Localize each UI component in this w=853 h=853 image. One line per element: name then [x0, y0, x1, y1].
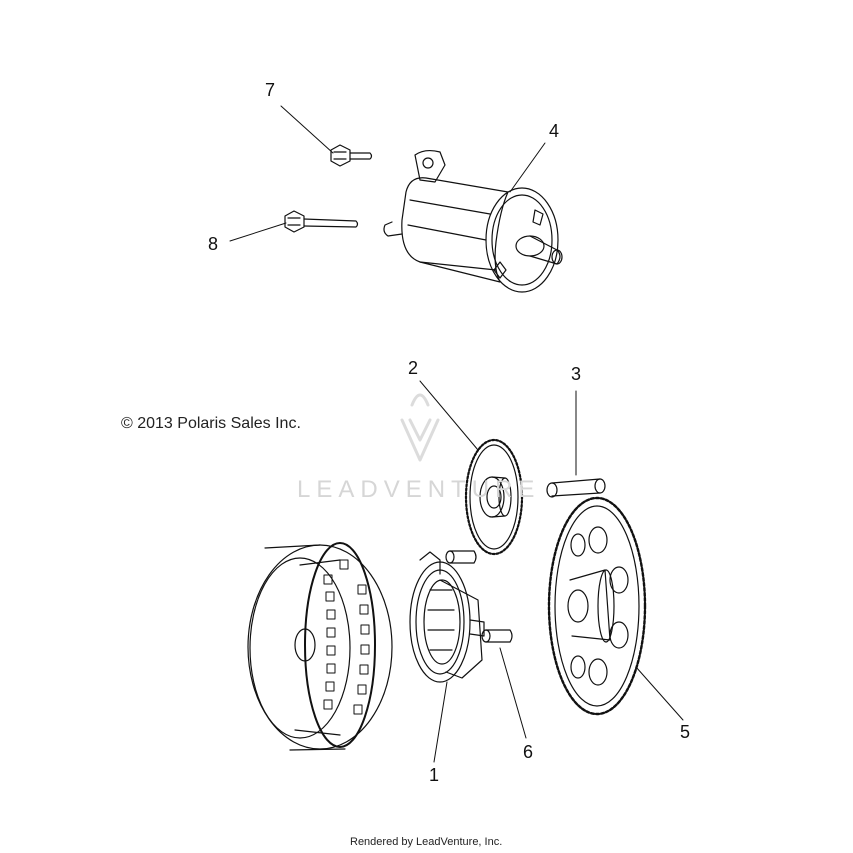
callout-8: 8	[207, 234, 218, 254]
callout-5: 5	[679, 722, 690, 742]
bolt-part-8	[284, 210, 359, 233]
leader-line-8	[229, 222, 287, 242]
leader-lines	[229, 105, 684, 763]
leader-line-4	[509, 142, 546, 193]
flywheel	[247, 542, 393, 751]
leader-line-7	[280, 105, 334, 154]
watermark-logo	[400, 393, 440, 462]
callout-4: 4	[548, 121, 559, 141]
callout-6: 6	[522, 742, 533, 762]
starter-motor-part-4	[383, 149, 563, 293]
shaft-part-3	[546, 478, 606, 498]
watermark-text: LEADVENTURE	[297, 476, 541, 503]
footer-credit: Rendered by LeadVenture, Inc.	[350, 836, 503, 848]
copyright-notice: © 2013 Polaris Sales Inc.	[121, 415, 301, 432]
callout-7: 7	[264, 80, 275, 100]
leader-line-2	[419, 380, 479, 451]
bolt-part-7	[330, 144, 373, 167]
callout-3: 3	[570, 364, 581, 384]
screws-part-6	[445, 550, 513, 643]
callout-2: 2	[407, 358, 418, 378]
clutch-part-1	[409, 551, 485, 683]
idler-gear-part-2	[464, 438, 524, 556]
leader-line-5	[635, 666, 684, 721]
starter-gear-part-5	[547, 496, 647, 716]
callout-1: 1	[428, 765, 439, 785]
leader-line-1	[433, 681, 448, 763]
leader-line-6	[499, 647, 527, 739]
